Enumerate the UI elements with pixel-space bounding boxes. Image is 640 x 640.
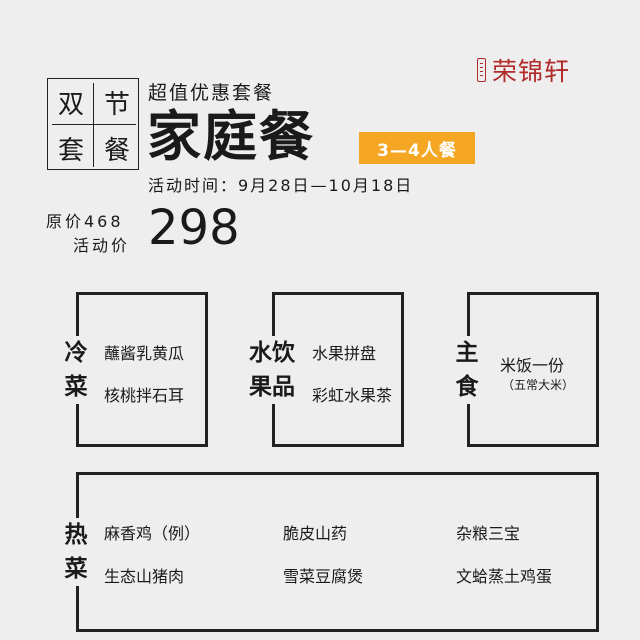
category-label: 食 (455, 374, 479, 400)
category-label: 果品 (249, 374, 295, 400)
category-label: 菜 (64, 556, 88, 582)
category-label: 菜 (64, 374, 88, 400)
cold-dishes-box (76, 292, 208, 447)
menu-item: 生态山猪肉 (104, 567, 185, 586)
brand-logo: 荣锦轩 (477, 54, 602, 86)
menu-item: 文蛤蒸土鸡蛋 (456, 567, 553, 586)
category-staple: 主 食 (449, 336, 485, 404)
promo-price: 298 (148, 200, 240, 256)
menu-item: 脆皮山药 (283, 524, 348, 543)
category-drinks: 水饮 果品 (244, 336, 300, 404)
category-label: 冷 (64, 340, 88, 366)
menu-item: 核桃拌石耳 (104, 386, 185, 405)
festival-char: 套 (57, 135, 84, 166)
original-price: 原价468 (46, 212, 124, 231)
menu-item: 杂粮三宝 (456, 524, 521, 543)
promo-price-label: 活动价 (73, 236, 131, 255)
event-dates: 活动时间：9月28日—10月18日 (148, 176, 414, 195)
size-badge: 3—4人餐 (359, 132, 475, 164)
category-cold: 冷 菜 (58, 336, 94, 404)
hot-dishes-box (76, 472, 599, 632)
menu-item-note: （五常大米） (502, 378, 575, 392)
menu-item: 蘸酱乳黄瓜 (104, 344, 185, 363)
divider (52, 124, 136, 125)
category-label: 热 (64, 522, 88, 548)
divider (93, 83, 94, 167)
category-label: 水饮 (249, 340, 295, 366)
seal-icon (477, 58, 486, 82)
subtitle: 超值优惠套餐 (148, 82, 275, 104)
page-title: 家庭餐 (147, 105, 315, 168)
festival-char: 双 (57, 89, 84, 120)
menu-item: 雪菜豆腐煲 (283, 567, 364, 586)
category-label: 主 (455, 340, 479, 366)
staple-box (467, 292, 599, 447)
category-hot: 热 菜 (58, 518, 94, 586)
menu-item: 米饭一份 (500, 356, 565, 375)
menu-item: 水果拼盘 (312, 344, 377, 363)
festival-char: 餐 (103, 135, 130, 166)
festival-badge: 双 节 套 餐 (47, 78, 139, 170)
menu-item: 麻香鸡（例） (104, 524, 201, 543)
menu-item: 彩虹水果茶 (312, 386, 393, 405)
brand-name: 荣锦轩 (492, 57, 571, 86)
festival-char: 节 (103, 89, 130, 120)
